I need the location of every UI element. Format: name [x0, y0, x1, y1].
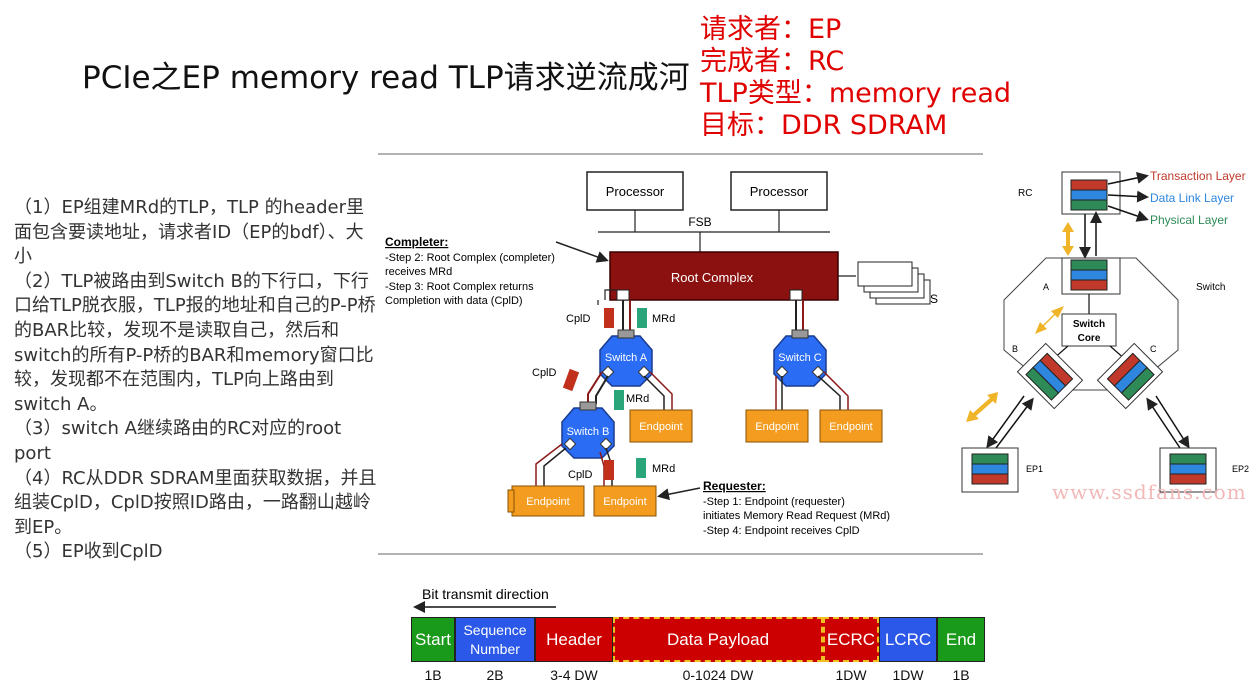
double-arrow-icon [966, 392, 998, 422]
tlp-size-header: 3-4 DW [550, 667, 598, 683]
endpoint-label: Endpoint [639, 421, 682, 433]
switch-c-label: Switch C [778, 352, 821, 364]
watermark-text: www.ssdfans.com [1052, 480, 1247, 504]
endpoint-label: Endpoint [603, 496, 646, 508]
mrd-label: MRd [652, 463, 675, 475]
endpoint-label: Endpoint [829, 421, 872, 433]
step-item: （1）EP组建MRd的TLP，TLP 的header里面包含要读地址，请求者ID… [14, 197, 365, 268]
port-b-label: B [1012, 344, 1018, 354]
physical-layer-label: Physical Layer [1150, 213, 1228, 227]
completer-heading: Completer: [385, 235, 448, 249]
mrd-label: MRd [652, 313, 675, 325]
completer-line: receives MRd [385, 266, 452, 278]
cpld-packet-icon [604, 460, 614, 480]
switch-b-label: Switch B [567, 426, 610, 438]
processor-box [586, 171, 684, 211]
endpoint-box [819, 409, 883, 443]
cpld-label: CplD [532, 367, 557, 379]
endpoint-label: Endpoint [526, 496, 569, 508]
tlp-type-info: TLP类型：memory read [700, 78, 1012, 109]
tlp-field-end: End [937, 617, 985, 662]
fsb-label: FSB [688, 215, 711, 229]
data-link-layer-label: Data Link Layer [1150, 191, 1234, 205]
s-label: S [930, 292, 938, 306]
target-info: 目标：DDR SDRAM [700, 110, 948, 141]
tlp-size-sequence: 2B [486, 667, 504, 683]
tlp-field-lcrc: LCRC [879, 617, 937, 662]
port-a-label: A [1043, 282, 1049, 292]
cpld-label: CplD [568, 469, 593, 481]
switch-label: Switch [1196, 282, 1225, 293]
step-item: （4）RC从DDR SDRAM里面获取数据，并且组装CplD，CplD按照ID路… [14, 467, 377, 538]
request-info: 请求者：EP 完成者：RC TLP类型：memory read 目标：DDR S… [700, 14, 1011, 142]
completer-line: -Step 2: Root Complex (completer) [385, 252, 555, 264]
ep2-label: EP2 [1232, 464, 1249, 474]
switch-a [599, 335, 653, 387]
tlp-field-header: Header [535, 617, 613, 662]
tlp-size-payload: 0-1024 DW [682, 667, 754, 683]
step-list: （1）EP组建MRd的TLP，TLP 的header里面包含要读地址，请求者ID… [14, 196, 378, 565]
tlp-size-lcrc: 1DW [892, 667, 924, 683]
rc-label: RC [1018, 188, 1032, 199]
tlp-field-ecrc: ECRC [823, 617, 879, 662]
tlp-size-start: 1B [424, 667, 442, 683]
port-c-label: C [1150, 344, 1157, 354]
tlp-field-data-payload: Data Payload [613, 617, 823, 662]
transaction-layer-label: Transaction Layer [1150, 169, 1246, 183]
requester-line: -Step 1: Endpoint (requester) [703, 496, 845, 508]
requester-line: -Step 4: Endpoint receives CplD [703, 525, 860, 537]
cpld-packet-icon [604, 308, 614, 328]
bit-direction-label: Bit transmit direction [422, 586, 549, 602]
requester-info: 请求者：EP [700, 14, 842, 45]
processor-label: Processor [750, 184, 809, 199]
cpld-packet-icon [562, 368, 580, 392]
tlp-size-end: 1B [952, 667, 970, 683]
mrd-packet-icon [637, 308, 647, 328]
switch-a-label: Switch A [605, 352, 648, 364]
mrd-packet-icon [636, 458, 646, 478]
cpld-label: CplD [566, 313, 591, 325]
switch-core-label: Core [1078, 333, 1101, 344]
completer-line: -Step 3: Root Complex returns [385, 281, 534, 293]
endpoint-box [745, 409, 809, 443]
tlp-field-start: Start [411, 617, 455, 662]
double-arrow-icon [1062, 222, 1074, 256]
switch-c [773, 335, 827, 387]
step-item: （5）EP收到CplD [14, 541, 163, 563]
processor-label: Processor [606, 184, 665, 199]
tlp-size-ecrc: 1DW [835, 667, 867, 683]
tlp-field-sequence-number: Sequence Number [455, 617, 535, 662]
page-title: PCIe之EP memory read TLP请求逆流成河 [82, 60, 690, 96]
endpoint-label: Endpoint [755, 421, 798, 433]
step-item: （3）switch A继续路由的RC对应的root port [14, 418, 347, 464]
endpoint-box [511, 485, 585, 517]
requester-heading: Requester: [703, 479, 766, 493]
double-arrow-icon [1035, 306, 1064, 334]
switch-core-label: Switch [1073, 319, 1105, 330]
switch-core-box [1061, 313, 1117, 347]
mrd-label: MRd [626, 393, 649, 405]
requester-endpoint-box [593, 485, 657, 517]
endpoint-box [629, 409, 693, 443]
completer-line: Completion with data (CplD) [385, 295, 523, 307]
ep1-label: EP1 [1026, 464, 1043, 474]
mrd-packet-icon [614, 390, 624, 410]
requester-line: initiates Memory Read Request (MRd) [703, 510, 890, 522]
completer-info: 完成者：RC [700, 46, 845, 77]
processor-box [730, 171, 828, 211]
step-item: （2）TLP被路由到Switch B的下行口，下行口给TLP脱衣服，TLP报的地… [14, 270, 376, 415]
root-complex-label: Root Complex [671, 270, 754, 285]
